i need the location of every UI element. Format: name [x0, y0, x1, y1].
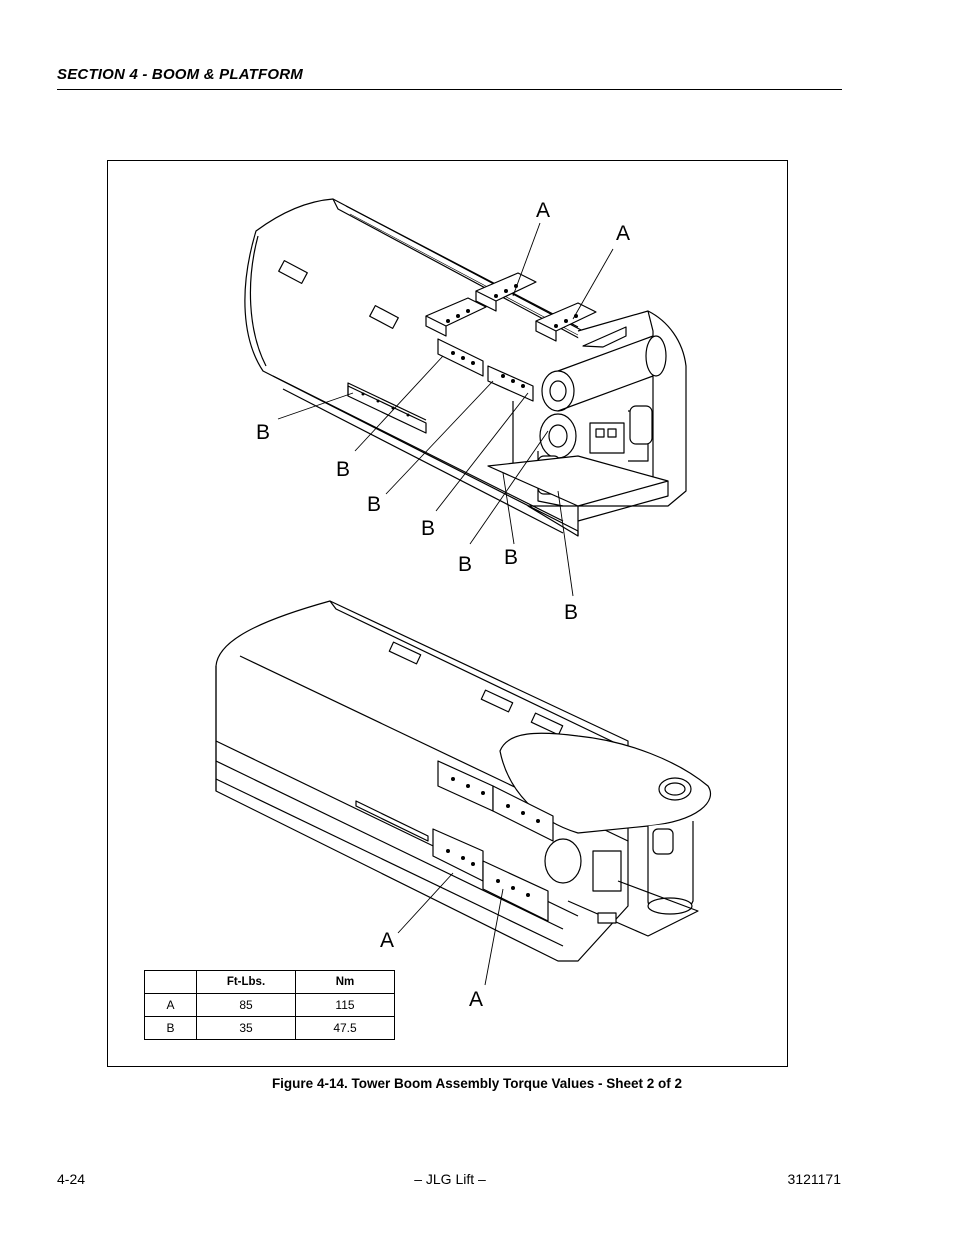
lower-boom-assembly [215, 600, 711, 962]
table-row: B 35 47.5 [144, 1016, 395, 1040]
document-number: 3121171 [787, 1171, 841, 1187]
page-number: 4-24 [57, 1171, 86, 1187]
table-cell: 35 [196, 1016, 296, 1040]
boom-illustration: A A B B B B B B B A A [215, 198, 711, 1011]
callout-b: B [367, 493, 381, 516]
table-cell: A [144, 993, 197, 1017]
figure-frame: A A B B B B B B B A A Ft-Lbs. Nm A 85 11… [107, 160, 788, 1067]
footer-publisher: – JLG Lift – [414, 1171, 486, 1187]
table-cell: B [144, 1016, 197, 1040]
table-header-cell: Ft-Lbs. [196, 970, 296, 994]
leader-lines [277, 222, 614, 986]
callout-b: B [504, 546, 518, 569]
lower-bolts [446, 777, 540, 897]
table-cell: 85 [196, 993, 296, 1017]
table-cell: 47.5 [295, 1016, 395, 1040]
callout-b: B [256, 421, 270, 444]
callout-b: B [564, 601, 578, 624]
table-header-row: Ft-Lbs. Nm [144, 970, 395, 994]
callout-b: B [458, 553, 472, 576]
callout-b: B [336, 458, 350, 481]
callout-a: A [380, 929, 394, 952]
upper-bolts [361, 284, 578, 417]
header-rule [57, 89, 842, 90]
callout-a: A [536, 199, 550, 222]
callout-a: A [469, 988, 483, 1011]
table-header-cell: Nm [295, 970, 395, 994]
torque-values-table: Ft-Lbs. Nm A 85 115 B 35 47.5 [144, 970, 395, 1040]
table-cell: 115 [295, 993, 395, 1017]
section-header: SECTION 4 - BOOM & PLATFORM [57, 66, 303, 83]
callout-b: B [421, 517, 435, 540]
figure-caption: Figure 4-14. Tower Boom Assembly Torque … [271, 1076, 683, 1091]
upper-boom-assembly [244, 198, 687, 537]
callout-a: A [616, 222, 630, 245]
table-header-cell [144, 970, 197, 994]
table-row: A 85 115 [144, 993, 395, 1017]
